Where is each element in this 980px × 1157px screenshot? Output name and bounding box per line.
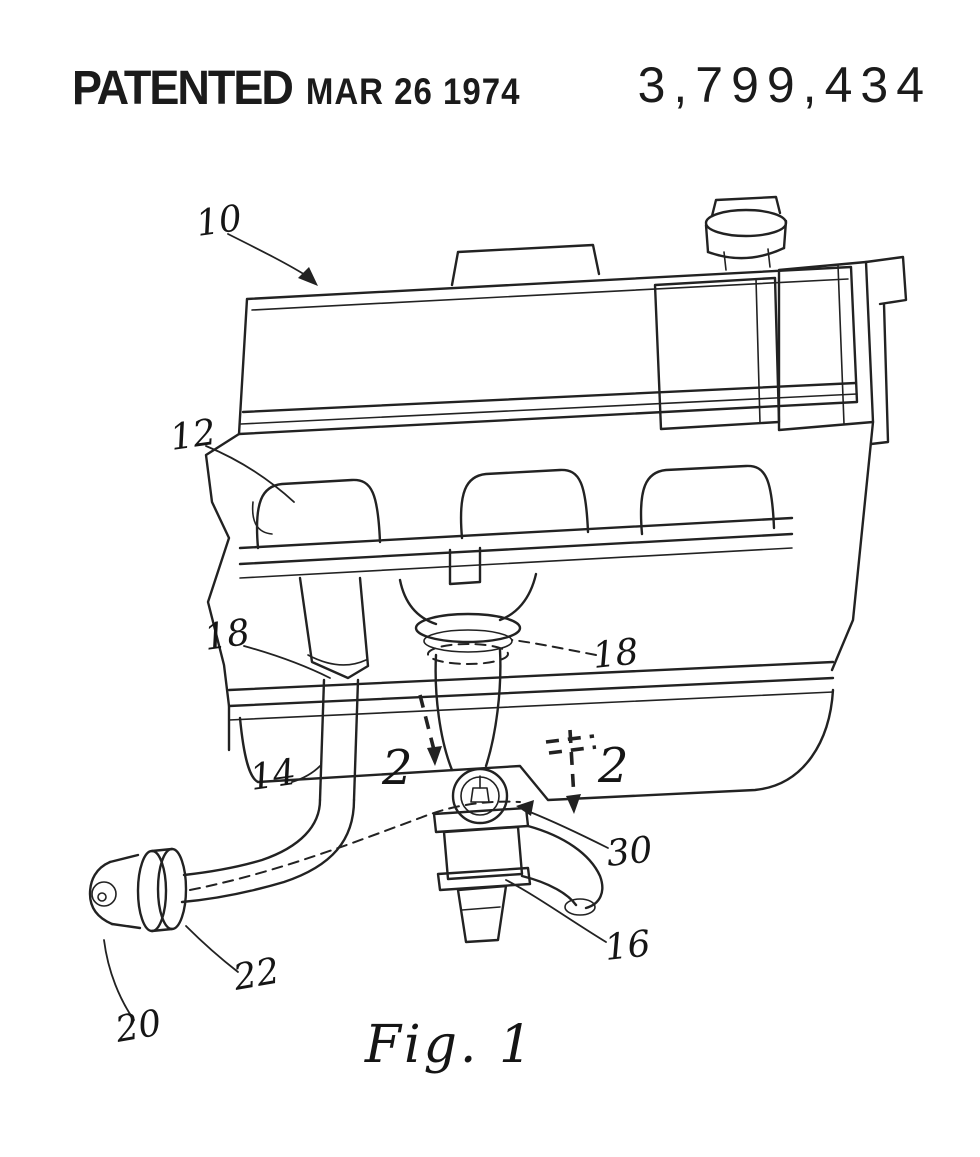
downpipe [298, 576, 370, 802]
sensor-device [432, 767, 532, 944]
ref-2-right: 2 [597, 738, 629, 794]
exhaust-pipe [180, 798, 604, 916]
exhaust-manifold [238, 464, 794, 626]
patented-stamp: PATENTED MAR 26 1974 [72, 60, 521, 116]
oil-filler-cap [704, 195, 788, 271]
ref-2-left: 2 [381, 740, 413, 796]
ref-22: 22 [229, 951, 282, 1000]
pipe-end-flange [88, 847, 188, 933]
reference-numerals: 10 12 18 18 14 2 2 30 16 22 20 [111, 198, 654, 1051]
ref-16: 16 [603, 923, 653, 969]
right-end-assembly [653, 255, 908, 672]
patented-label: PATENTED [72, 59, 294, 115]
patent-drawing: 10 12 18 18 14 2 2 30 16 22 20 Fig. 1 [88, 195, 908, 1075]
ref-20: 20 [111, 1003, 164, 1052]
engine-block-outline [204, 432, 835, 802]
patent-number: 3,799,434 [637, 57, 932, 113]
section-line-right [545, 729, 597, 814]
ref-18-left: 18 [202, 612, 253, 659]
ref-14: 14 [248, 752, 299, 799]
leader-lines [103, 233, 609, 1021]
ref-10: 10 [194, 198, 245, 245]
ref-12: 12 [168, 412, 219, 459]
ref-30: 30 [605, 829, 655, 875]
engine-valve-cover [237, 243, 859, 436]
figure-label: Fig. 1 [364, 1015, 535, 1075]
manifold-outlet-flange [414, 612, 522, 772]
ref-18-right: 18 [591, 631, 641, 677]
patent-date: MAR 26 1974 [305, 70, 521, 112]
section-line-left [418, 694, 442, 766]
